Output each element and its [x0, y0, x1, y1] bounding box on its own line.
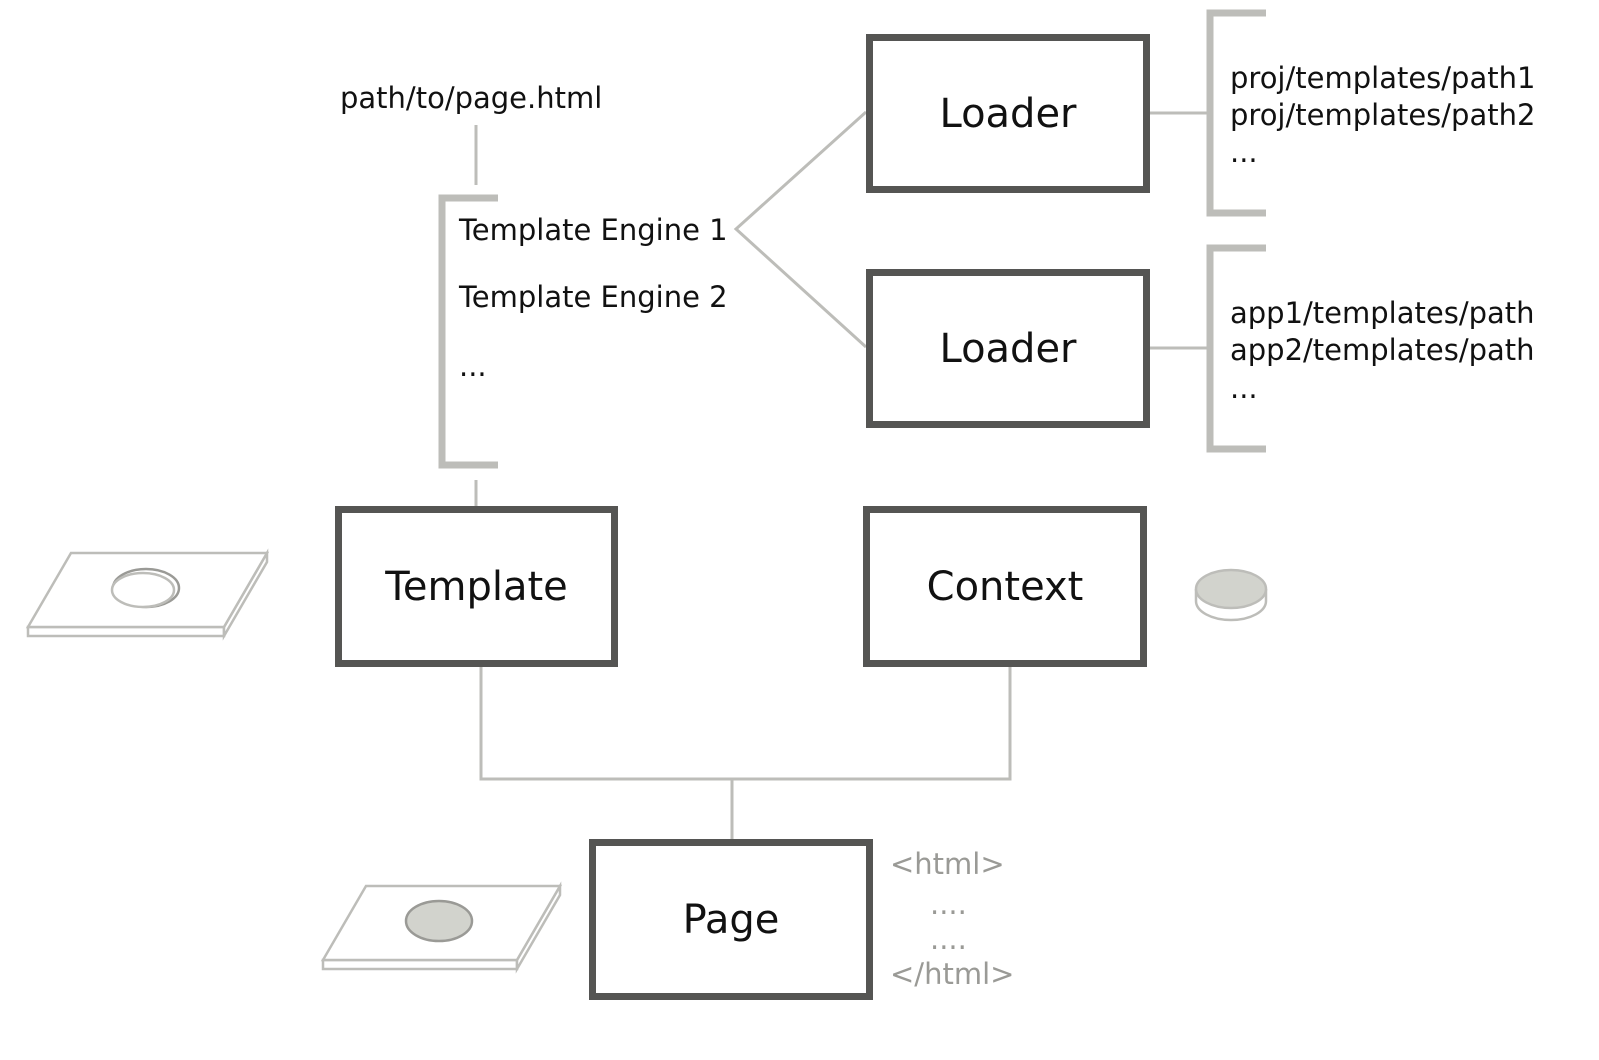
filled-plate-icon [320, 881, 563, 974]
loader-path: ... [1230, 371, 1258, 405]
engine-item: Template Engine 1 [459, 213, 728, 247]
template-box: Template [335, 506, 618, 667]
loader-path: app1/templates/path [1230, 296, 1535, 330]
page-box: Page [589, 839, 873, 1000]
html-output-line: .... [930, 887, 967, 921]
loader-path: proj/templates/path1 [1230, 61, 1536, 95]
merge-line [479, 667, 1012, 781]
template-label: Template [385, 563, 568, 610]
loader-path: proj/templates/path2 [1230, 98, 1536, 132]
loader2-paths-bracket [1206, 244, 1266, 453]
html-output-line: .... [930, 922, 967, 956]
html-output-line: <html> [890, 847, 1005, 881]
loader-path: app2/templates/path [1230, 333, 1535, 367]
loader1-paths-bracket [1206, 9, 1266, 217]
context-label: Context [926, 563, 1084, 610]
context-box: Context [863, 506, 1147, 667]
page-label: Page [682, 896, 780, 943]
input-path-label: path/to/page.html [340, 81, 603, 115]
loader-box: Loader [866, 34, 1150, 193]
loader-label: Loader [939, 90, 1077, 137]
loader-box: Loader [866, 269, 1150, 428]
loader-path: ... [1230, 135, 1258, 169]
data-puck-icon [1194, 568, 1268, 622]
engine-item: Template Engine 2 [459, 280, 728, 314]
engine-list-bracket [438, 194, 498, 469]
engine-item: ... [459, 349, 487, 383]
loader-label: Loader [939, 325, 1077, 372]
hollow-plate-icon [25, 548, 270, 641]
engine-to-loaders-lines [733, 110, 868, 349]
html-output-line: </html> [890, 957, 1015, 991]
